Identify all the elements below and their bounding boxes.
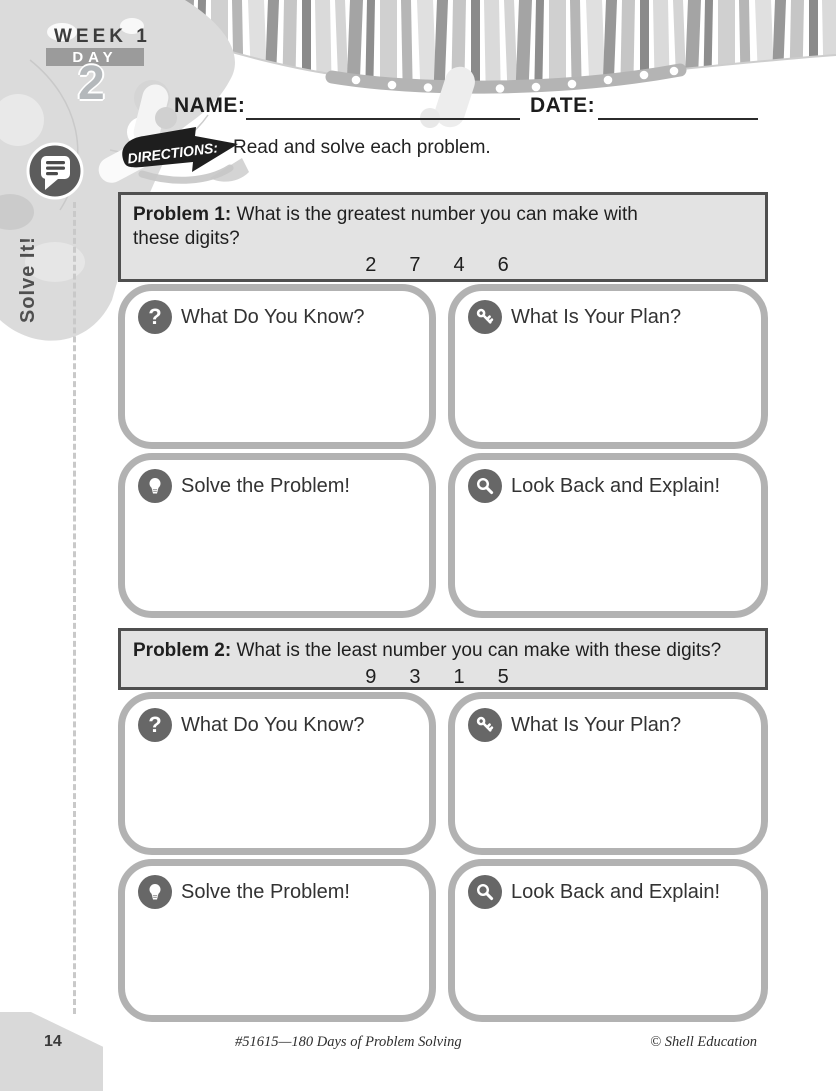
question-icon: ? <box>138 708 172 742</box>
page-number-block <box>0 1012 103 1091</box>
dotted-band-decoration <box>325 63 687 94</box>
day-label: DAY <box>72 48 118 66</box>
lightbulb-icon <box>138 469 172 503</box>
problem-2-header: Problem 2: What is the least number you … <box>118 628 768 690</box>
footer-publisher: © Shell Education <box>650 1034 757 1050</box>
magnifier-icon <box>468 875 502 909</box>
problem-2-title: Problem 2: <box>133 640 232 661</box>
know-answer-box[interactable]: ? What Do You Know? <box>118 692 436 855</box>
magnifier-icon <box>468 469 502 503</box>
question-icon: ? <box>138 300 172 334</box>
plan-answer-box[interactable]: What Is Your Plan? <box>448 284 768 449</box>
lightbulb-icon <box>138 875 172 909</box>
explain-answer-box[interactable]: Look Back and Explain! <box>448 453 768 618</box>
problem-1-header: Problem 1: What is the greatest number y… <box>118 192 768 282</box>
problem-1-section: Problem 1: What is the greatest number y… <box>118 192 768 618</box>
problem-2-digits: 9 3 1 5 <box>365 666 509 688</box>
plan-answer-box[interactable]: What Is Your Plan? <box>448 692 768 855</box>
date-input-line[interactable] <box>598 96 758 120</box>
problem-1-question: What is the greatest number you can make… <box>133 204 638 249</box>
solve-answer-box[interactable]: Solve the Problem! <box>118 859 436 1022</box>
problem-1-digits: 2 7 4 6 <box>365 254 509 276</box>
week-badge: WEEK 1 <box>54 26 151 47</box>
sidebar-dashed-divider <box>73 202 76 1014</box>
explain-answer-box[interactable]: Look Back and Explain! <box>448 859 768 1022</box>
key-icon <box>468 300 502 334</box>
name-input-line[interactable] <box>246 96 520 120</box>
problem-2-section: Problem 2: What is the least number you … <box>118 628 768 1022</box>
speech-bubble-icon <box>26 142 84 200</box>
page-number: 14 <box>44 1033 62 1050</box>
footer-book-title: #51615—180 Days of Problem Solving <box>235 1034 462 1050</box>
date-label: DATE: <box>530 94 596 117</box>
directions-text: Read and solve each problem. <box>233 137 491 158</box>
directions-arrow-icon: DIRECTIONS: <box>122 127 249 184</box>
problem-2-question: What is the least number you can make wi… <box>236 640 722 661</box>
day-number: 2 <box>78 57 105 110</box>
day-banner: DAY <box>46 48 144 66</box>
problem-1-title: Problem 1: <box>133 204 232 225</box>
know-answer-box[interactable]: ? What Do You Know? <box>118 284 436 449</box>
sidebar-title: Solve It! <box>17 236 39 323</box>
solve-answer-box[interactable]: Solve the Problem! <box>118 453 436 618</box>
stripes-decoration <box>160 0 836 94</box>
key-icon <box>468 708 502 742</box>
name-label: NAME: <box>174 94 246 117</box>
